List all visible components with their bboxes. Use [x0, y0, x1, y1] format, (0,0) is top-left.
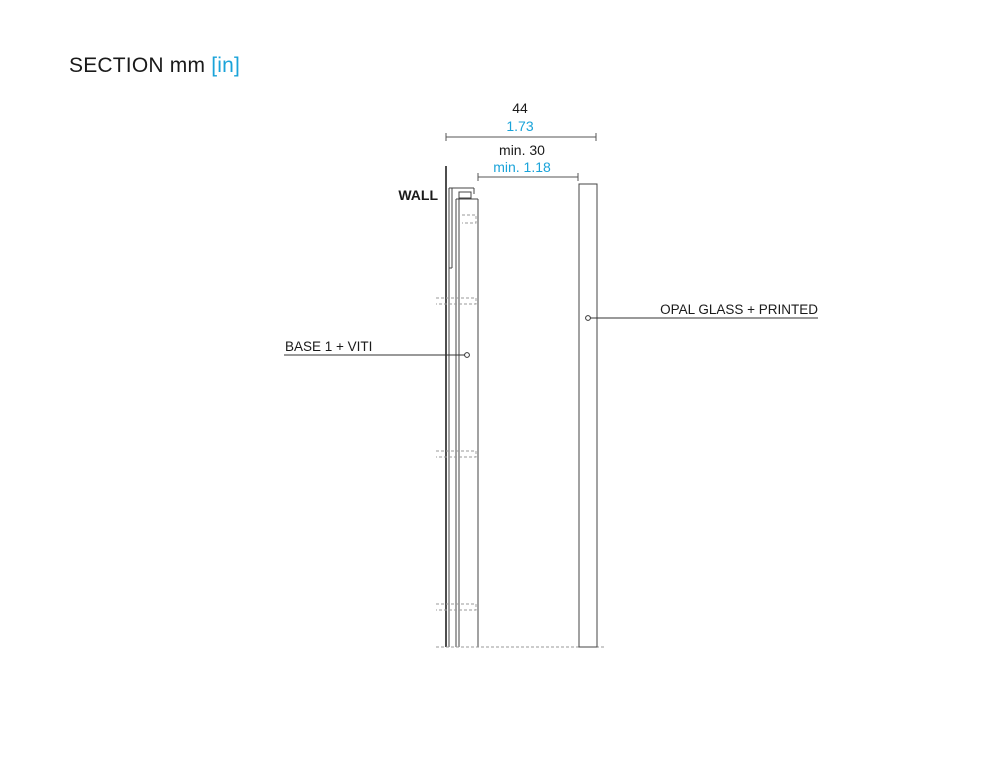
wall-label: WALL: [398, 187, 438, 203]
callout-glass: OPAL GLASS + PRINTED: [585, 302, 818, 321]
glass-panel: [578, 183, 598, 648]
title-unit: [in]: [211, 54, 241, 77]
page-title: SECTION mm [in]: [69, 54, 240, 78]
dimension-gap-in: min. 1.18: [493, 159, 551, 175]
dimension-gap: min. 30 min. 1.18: [477, 142, 579, 181]
title-main: SECTION mm: [69, 54, 206, 77]
dimension-gap-mm: min. 30: [499, 142, 545, 158]
dimension-overall: 44 1.73: [445, 100, 597, 141]
callout-base: BASE 1 + VITI: [284, 339, 470, 358]
hidden-screws: [436, 214, 477, 611]
dimension-overall-mm: 44: [512, 100, 528, 116]
glass-label: OPAL GLASS + PRINTED: [660, 302, 818, 317]
wall: WALL: [398, 166, 447, 647]
base-profile: [448, 187, 479, 647]
base-label: BASE 1 + VITI: [285, 339, 372, 354]
dimension-overall-in: 1.73: [506, 118, 533, 134]
